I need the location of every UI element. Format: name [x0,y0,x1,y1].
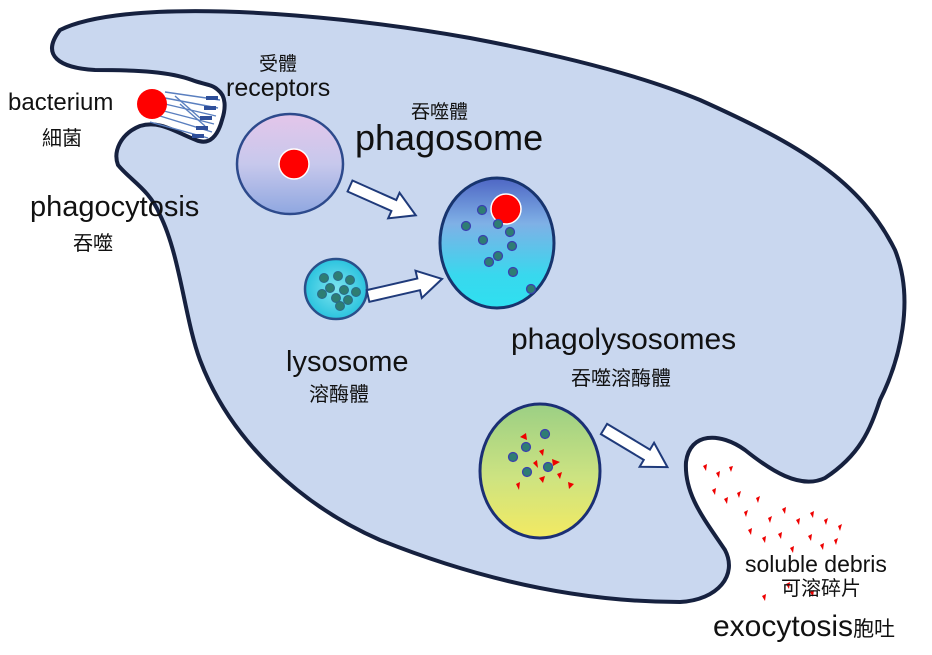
phagolysosome-granules [460,204,537,295]
exocytosis-zh-text: 胞吐 [853,617,896,641]
phagosome-bacterium-icon [278,148,310,180]
bacterium-icon [137,89,167,119]
phagolysosomes-zh-label: 吞噬溶酶體 [571,366,671,390]
phagolysosome-bacterium-icon [490,193,522,225]
receptors-zh-label: 受體 [259,53,298,75]
phagosome-label: phagosome [355,117,544,158]
bacterium-label: bacterium [8,89,114,116]
soluble-debris-zh-label: 可溶碎片 [781,576,861,600]
phagosome-zh-label: 吞噬體 [411,101,469,123]
receptor-ticks [192,96,218,138]
exocytosis-label: exocytosis胞吐 [713,612,895,642]
phagocytosis-label: phagocytosis [30,191,200,223]
arrow-to-exocytosis [599,422,670,469]
phagolysosome-vesicle [438,176,556,310]
lysosome-granules [317,271,361,311]
lysosome-label: lysosome [286,346,409,378]
phagocytosis-zh-label: 吞噬 [73,231,113,255]
receptors-label: receptors [226,74,331,102]
phagolysosomes-label: phagolysosomes [511,323,737,356]
lysosome-zh-label: 溶酶體 [309,382,369,406]
exocytosis-en-text: exocytosis [713,610,854,643]
digest-debris [516,433,574,490]
soluble-debris-label: soluble debris [745,551,887,577]
digesting-phagolysosome-vesicle [478,402,602,540]
digest-granules [507,428,554,478]
bacterium-zh-label: 細菌 [42,126,82,150]
lysosome-vesicle [303,257,369,321]
arrow-lysosome-to-phagolysosome [365,269,444,304]
arrow-phagosome-to-phagolysosome [346,179,418,220]
released-debris [703,464,842,601]
